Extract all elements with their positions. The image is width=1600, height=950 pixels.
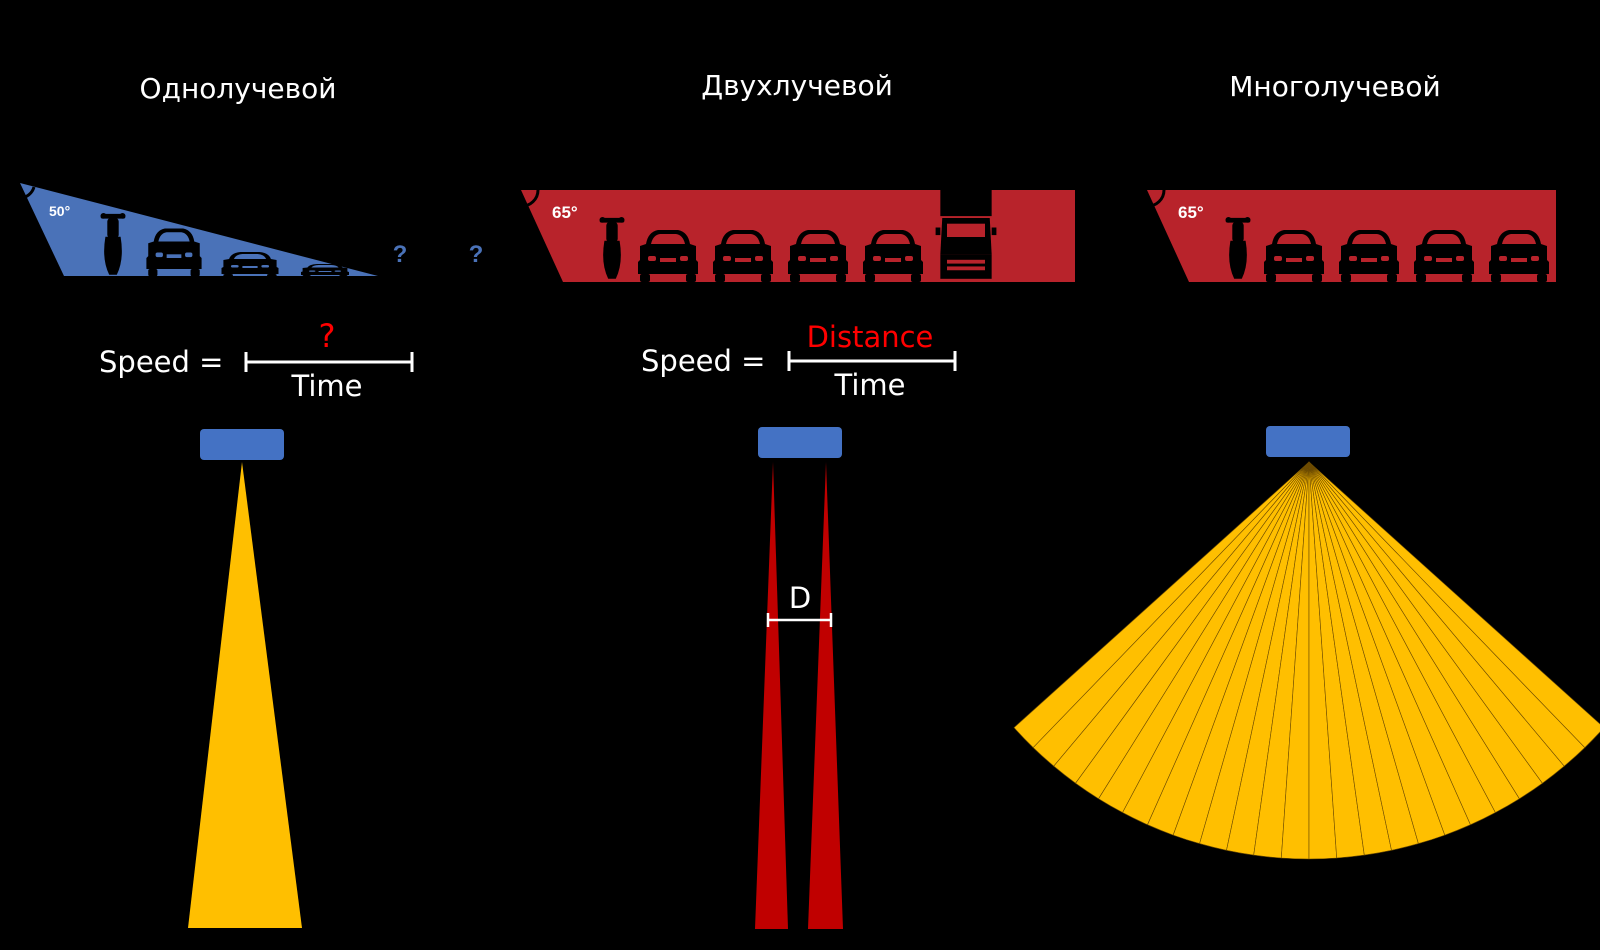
- formula-lhs: Speed =: [99, 345, 223, 379]
- radar-sensor-icon: [1266, 426, 1350, 457]
- multi-angle-label: 65°: [1178, 203, 1204, 222]
- single-angle-label: 50°: [49, 203, 70, 219]
- multi-radar-beam-fan: [1013, 461, 1600, 860]
- beam-segment: [1308, 461, 1600, 749]
- panel-title-single: Однолучевой: [139, 72, 337, 105]
- formula-denominator: Time: [291, 369, 363, 403]
- single-beam-panel: 50° ? ? Speed = ? Time: [19, 183, 484, 928]
- panel-title-multi: Многолучевой: [1229, 70, 1441, 103]
- formula-lhs: Speed =: [641, 344, 765, 378]
- multi-angle-arc: [1146, 189, 1166, 208]
- radar-sensor-icon: [200, 429, 284, 460]
- single-angle-arc: [19, 186, 36, 200]
- dual-angle-label: 65°: [552, 203, 578, 222]
- question-mark: ?: [469, 241, 484, 268]
- single-radar-beam: [188, 462, 302, 928]
- dual-radar-beam-right: [808, 462, 843, 929]
- multi-beam-panel: 65°: [1013, 189, 1600, 860]
- panel-title-dual: Двухлучевой: [701, 69, 893, 102]
- dual-angle-arc: [520, 189, 540, 208]
- dual-beam-panel: 65° Speed = Distance Time D: [520, 189, 1075, 929]
- formula-numerator: Distance: [807, 320, 934, 354]
- formula-numerator: ?: [319, 317, 336, 355]
- truck-icon: [935, 189, 997, 279]
- radar-sensor-icon: [758, 427, 842, 458]
- formula-denominator: Time: [834, 368, 906, 402]
- gap-label: D: [789, 581, 811, 615]
- dual-radar-beam-left: [755, 462, 788, 929]
- question-mark: ?: [393, 241, 408, 268]
